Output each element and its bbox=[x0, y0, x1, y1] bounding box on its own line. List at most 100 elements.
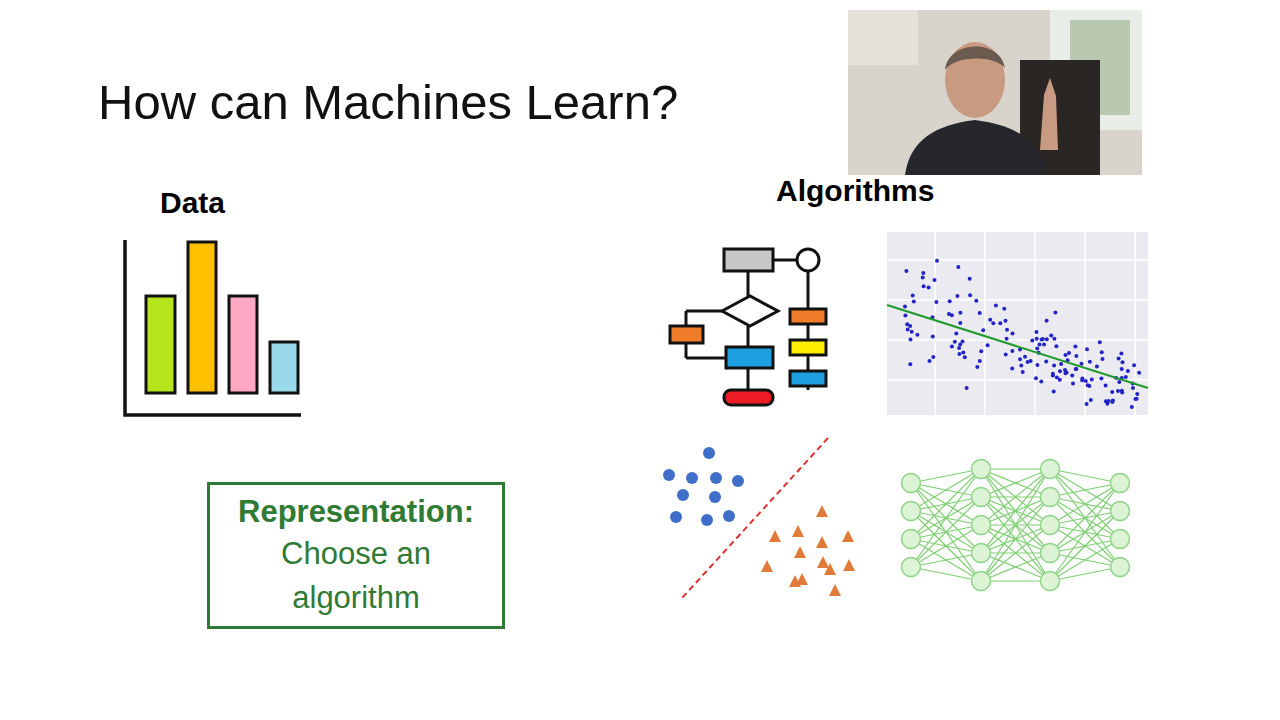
nn-weight bbox=[981, 497, 1050, 581]
data-point bbox=[912, 300, 916, 304]
class-point bbox=[769, 530, 781, 542]
flowchart-icon bbox=[670, 249, 826, 405]
classification-icon bbox=[663, 438, 855, 598]
class-point bbox=[794, 546, 806, 558]
nn-neuron bbox=[972, 572, 991, 591]
data-point bbox=[1064, 353, 1068, 357]
plot-grid bbox=[887, 232, 1148, 415]
data-point bbox=[1023, 355, 1027, 359]
data-point bbox=[1035, 330, 1039, 334]
nn-weight bbox=[981, 469, 1050, 497]
data-point bbox=[904, 269, 908, 273]
data-point bbox=[1029, 359, 1033, 363]
data-point bbox=[1053, 311, 1057, 315]
nn-weight bbox=[981, 469, 1050, 581]
neural-network-icon bbox=[902, 460, 1130, 591]
data-point bbox=[953, 340, 957, 344]
data-point bbox=[975, 365, 979, 369]
data-point bbox=[955, 294, 959, 298]
nn-neuron bbox=[1111, 530, 1130, 549]
data-point bbox=[1039, 380, 1043, 384]
data-point bbox=[957, 352, 961, 356]
data-point bbox=[1011, 332, 1015, 336]
data-point bbox=[1135, 392, 1139, 396]
decision-boundary bbox=[682, 438, 828, 598]
flow-line bbox=[747, 368, 750, 390]
class-point bbox=[732, 475, 744, 487]
data-point bbox=[909, 337, 913, 341]
wall-frame bbox=[848, 10, 918, 65]
data-point bbox=[1042, 343, 1046, 347]
flow-terminal bbox=[797, 249, 819, 271]
box-body: Choose an algorithm bbox=[210, 532, 502, 620]
data-point bbox=[968, 293, 972, 297]
class-point bbox=[686, 472, 698, 484]
data-point bbox=[956, 265, 960, 269]
scatter-points bbox=[903, 259, 1141, 409]
nn-weight bbox=[1050, 567, 1120, 581]
data-point bbox=[1100, 350, 1104, 354]
nn-weight bbox=[981, 469, 1050, 497]
nn-weight bbox=[981, 469, 1050, 525]
data-point bbox=[1019, 363, 1023, 367]
data-point bbox=[981, 328, 985, 332]
class-point bbox=[670, 511, 682, 523]
grid-line bbox=[887, 299, 1148, 301]
flow-line bbox=[685, 311, 688, 326]
nn-weight bbox=[911, 483, 981, 581]
slide-title: How can Machines Learn? bbox=[98, 74, 678, 130]
data-point bbox=[1120, 367, 1124, 371]
nn-weight bbox=[981, 469, 1050, 581]
data-point bbox=[1005, 328, 1009, 332]
nn-weight bbox=[1050, 469, 1120, 539]
data-point bbox=[1120, 391, 1124, 395]
flow-line bbox=[773, 259, 797, 262]
data-point bbox=[911, 294, 915, 298]
data-point bbox=[1090, 378, 1094, 382]
hair bbox=[945, 46, 1005, 70]
data-point bbox=[1095, 365, 1099, 369]
grid-line bbox=[887, 259, 1148, 261]
data-point bbox=[915, 333, 919, 337]
data-point bbox=[903, 305, 907, 309]
data-point bbox=[1035, 337, 1039, 341]
data-point bbox=[979, 349, 983, 353]
class-point bbox=[710, 472, 722, 484]
data-point bbox=[974, 299, 978, 303]
data-point bbox=[1117, 357, 1121, 361]
nn-weight bbox=[981, 580, 1050, 581]
data-point bbox=[1045, 319, 1049, 323]
data-point bbox=[928, 359, 932, 363]
flow-process bbox=[790, 340, 826, 355]
data-point bbox=[1018, 357, 1022, 361]
data-point bbox=[958, 321, 962, 325]
nn-neuron bbox=[1041, 544, 1060, 563]
raised-hand bbox=[1040, 78, 1058, 150]
data-point bbox=[1071, 382, 1075, 386]
section-label: Data bbox=[160, 186, 225, 220]
nn-neuron bbox=[902, 530, 921, 549]
data-point bbox=[1052, 364, 1056, 368]
bar bbox=[270, 342, 298, 393]
data-point bbox=[921, 271, 925, 275]
data-point bbox=[903, 314, 907, 318]
nn-weight bbox=[981, 497, 1050, 581]
data-point bbox=[927, 285, 931, 289]
class-point bbox=[829, 584, 841, 596]
class-point bbox=[701, 514, 713, 526]
class-point bbox=[789, 575, 801, 587]
nn-weight bbox=[981, 469, 1050, 553]
nn-weight bbox=[1050, 483, 1120, 553]
data-point bbox=[1030, 339, 1034, 343]
data-point bbox=[1089, 398, 1093, 402]
data-point bbox=[1059, 362, 1063, 366]
data-point bbox=[1073, 345, 1077, 349]
data-point bbox=[991, 321, 995, 325]
data-point bbox=[957, 346, 961, 350]
data-point bbox=[968, 277, 972, 281]
class-point bbox=[792, 525, 804, 537]
data-point bbox=[1035, 347, 1039, 351]
data-point bbox=[1010, 349, 1014, 353]
flow-terminal bbox=[724, 390, 773, 405]
data-point bbox=[1051, 374, 1055, 378]
